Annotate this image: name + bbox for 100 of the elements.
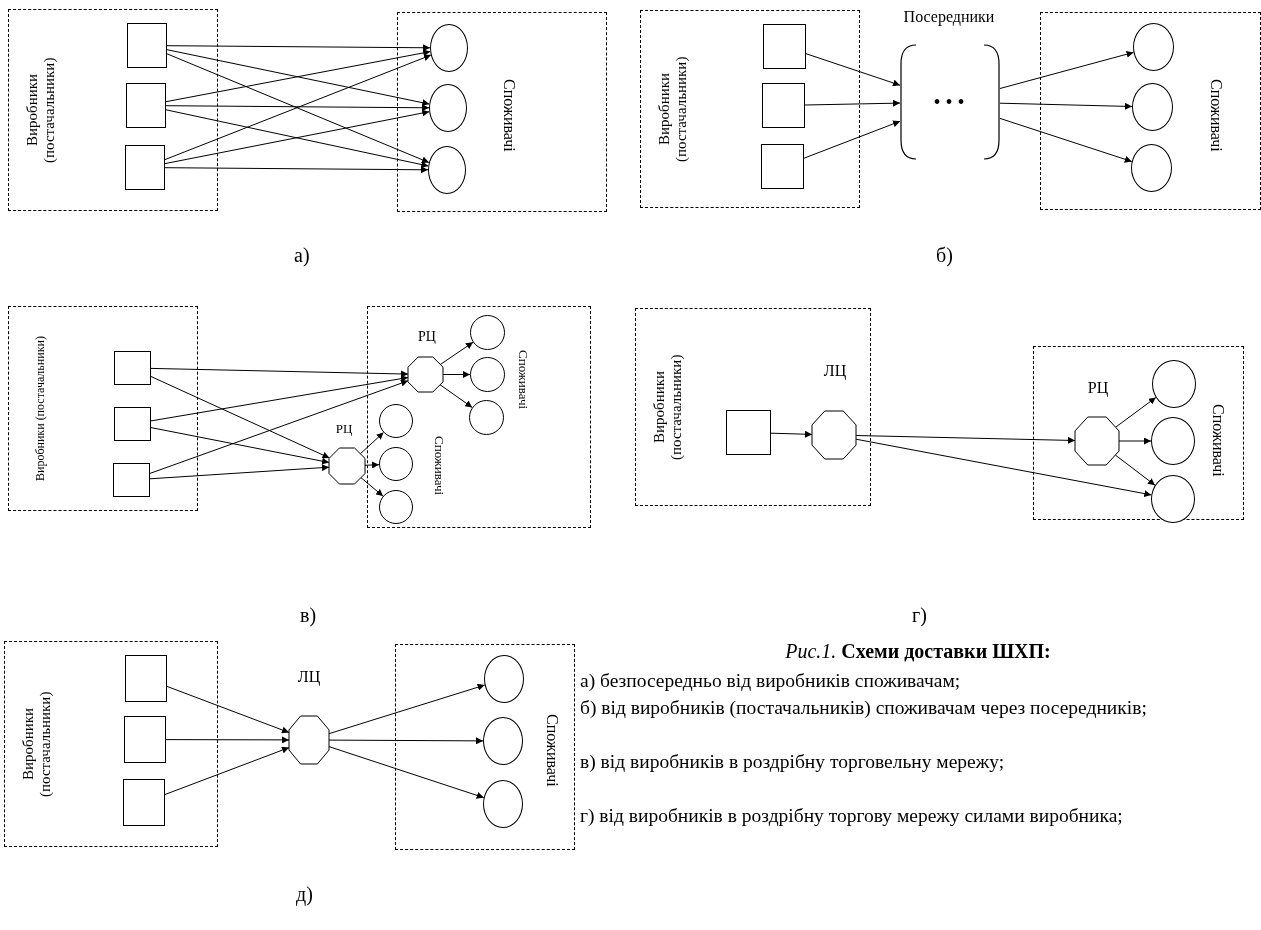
circle-node — [484, 655, 524, 703]
octagon-node — [408, 357, 443, 392]
arrow — [164, 166, 429, 174]
dashed-frame — [367, 306, 591, 528]
circle-node — [470, 357, 505, 392]
square-node — [125, 655, 167, 702]
node-label: РЦ — [417, 328, 437, 346]
arrow — [1115, 397, 1157, 428]
circle-node — [430, 24, 468, 72]
group-label: Споживачі — [543, 712, 563, 789]
square-node — [126, 83, 166, 128]
ellipsis-text: • • • — [932, 91, 966, 113]
panel-letter: г) — [912, 604, 928, 629]
dashed-frame — [635, 308, 871, 506]
arrow — [803, 120, 901, 159]
panel-letter: д) — [296, 883, 314, 908]
circle-node — [1131, 144, 1172, 192]
arrow — [855, 438, 1152, 498]
dashed-frame — [8, 306, 198, 511]
square-node — [125, 145, 165, 190]
square-node — [762, 83, 805, 128]
square-node — [113, 463, 150, 497]
circle-node — [429, 84, 467, 132]
octagon-node — [812, 411, 856, 459]
arrow — [149, 464, 330, 480]
group-label: Споживачі — [1207, 77, 1227, 154]
group-label: Споживачі — [500, 77, 520, 154]
caption-item: а) безпосередньо від виробників споживачам; — [580, 669, 962, 693]
circle-node — [483, 780, 523, 828]
arrow — [999, 102, 1133, 110]
arrow — [1118, 437, 1152, 445]
group-label: Виробники (постачальники) — [32, 335, 49, 483]
arrow — [328, 737, 484, 745]
panel-letter: а) — [294, 244, 311, 268]
arrow — [165, 736, 290, 744]
arrow — [999, 117, 1133, 163]
arrow — [442, 371, 471, 378]
square-node — [726, 410, 771, 455]
circle-node — [483, 717, 523, 765]
arrow — [164, 746, 290, 795]
dashed-frame — [8, 9, 218, 211]
node-label: ЛЦ — [296, 666, 322, 688]
panel-letter: б) — [936, 244, 954, 269]
arrow — [150, 427, 330, 465]
figure-caption: Рис.1. Схеми доставки ШХП: — [784, 640, 1052, 663]
arrow — [328, 683, 486, 735]
square-node — [124, 716, 166, 763]
circle-node — [1133, 23, 1174, 71]
arrow — [328, 746, 485, 799]
arrow — [360, 477, 384, 497]
dashed-frame — [640, 10, 860, 208]
circle-node — [1151, 475, 1195, 523]
square-node — [127, 23, 167, 68]
octagon-node — [329, 448, 365, 484]
group-label: Виробники (постачальники) — [22, 56, 58, 165]
panel-letter: в) — [300, 604, 318, 629]
arrow — [439, 384, 473, 408]
arrow — [770, 430, 813, 438]
node-label: РЦ — [334, 420, 354, 438]
arrow — [166, 685, 290, 734]
arrow — [804, 99, 901, 107]
arrow — [150, 375, 409, 422]
node-label: ЛЦ — [822, 360, 848, 382]
dashed-frame — [397, 12, 607, 212]
circle-node — [1132, 83, 1173, 131]
arrow — [165, 104, 430, 112]
arrow — [364, 461, 380, 469]
arrow — [999, 50, 1134, 89]
octagon-node — [1075, 417, 1119, 465]
group-label: Споживачі — [1209, 402, 1229, 479]
circle-node — [1151, 417, 1195, 465]
node-label: РЦ — [1086, 377, 1110, 399]
square-node — [114, 351, 151, 385]
dashed-frame — [395, 644, 575, 850]
square-node — [763, 24, 806, 69]
circle-node — [428, 146, 466, 194]
arrow — [805, 53, 901, 87]
arrow — [359, 432, 384, 455]
dashed-frame — [1040, 12, 1261, 210]
arrow — [1114, 454, 1156, 486]
octagon-node — [289, 716, 329, 764]
circle-node — [379, 404, 413, 438]
arrow — [166, 44, 431, 52]
dashed-frame — [4, 641, 218, 847]
circle-node — [379, 447, 413, 481]
caption-item: б) від виробників (постачальників) споживачам через посередників; — [580, 696, 1148, 720]
group-label: Споживачі — [431, 435, 449, 498]
arrow — [150, 367, 409, 378]
arrow — [855, 435, 1076, 444]
dashed-frame — [1033, 346, 1244, 520]
square-node — [761, 144, 804, 189]
node-heading: Посередники — [902, 6, 996, 28]
circle-node — [1152, 360, 1196, 408]
circle-node — [379, 490, 413, 524]
circle-node — [470, 315, 505, 350]
arrow — [149, 379, 409, 474]
square-node — [114, 407, 151, 441]
caption-item: г) від виробників в роздрібну торгову мережу силами виробника; — [580, 804, 1124, 828]
arrow — [439, 341, 474, 365]
arrow — [150, 376, 330, 459]
